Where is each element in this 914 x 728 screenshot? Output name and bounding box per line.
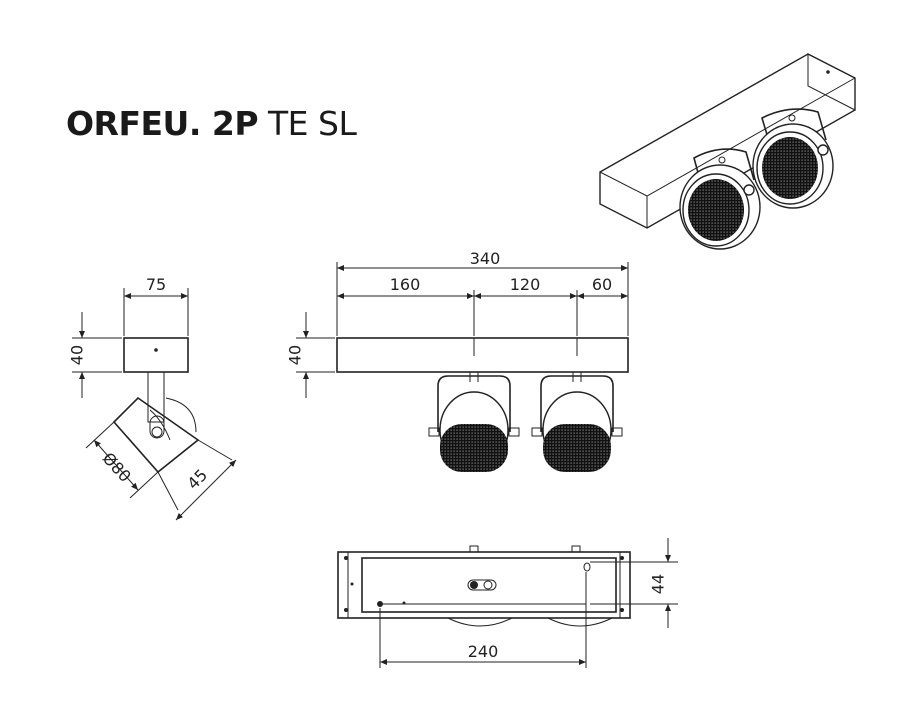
front-height-label: 40 xyxy=(286,345,305,365)
product-title-light: TE SL xyxy=(258,104,357,143)
front-view: 340 160 120 60 40 xyxy=(286,249,629,472)
front-seg2-label: 120 xyxy=(510,275,541,294)
product-title: ORFEU. 2P TE SL xyxy=(66,104,357,143)
side-width-label: 75 xyxy=(146,275,166,294)
bottom-view: 240 44 xyxy=(337,538,678,668)
product-title-bold: ORFEU. 2P xyxy=(66,104,259,143)
front-seg3-label: 60 xyxy=(592,275,612,294)
side-height-label: 40 xyxy=(68,345,87,365)
front-total-label: 340 xyxy=(470,249,501,268)
front-seg1-label: 160 xyxy=(390,275,421,294)
bottom-spacing-label: 240 xyxy=(468,642,499,661)
side-view: 75 40 Ø80 45 xyxy=(68,275,237,521)
bottom-height-label: 44 xyxy=(649,574,668,594)
isometric-view xyxy=(599,53,856,250)
